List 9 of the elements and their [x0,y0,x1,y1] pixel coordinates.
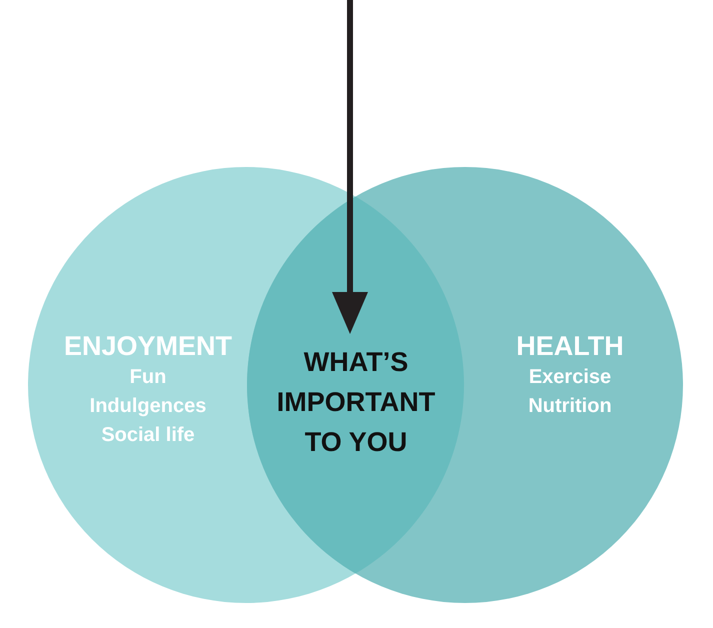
arrow [332,0,368,334]
list-item: Social life [101,423,195,448]
category-title: ENJOYMENT [64,330,232,363]
list-item: Exercise [528,365,612,390]
list-item: Nutrition [528,394,612,419]
list-item: Indulgences [90,394,206,419]
list-item: Fun [130,365,166,390]
category-title: HEALTH [516,330,624,363]
center-label: WHAT’S IMPORTANT TO YOU [261,334,451,462]
